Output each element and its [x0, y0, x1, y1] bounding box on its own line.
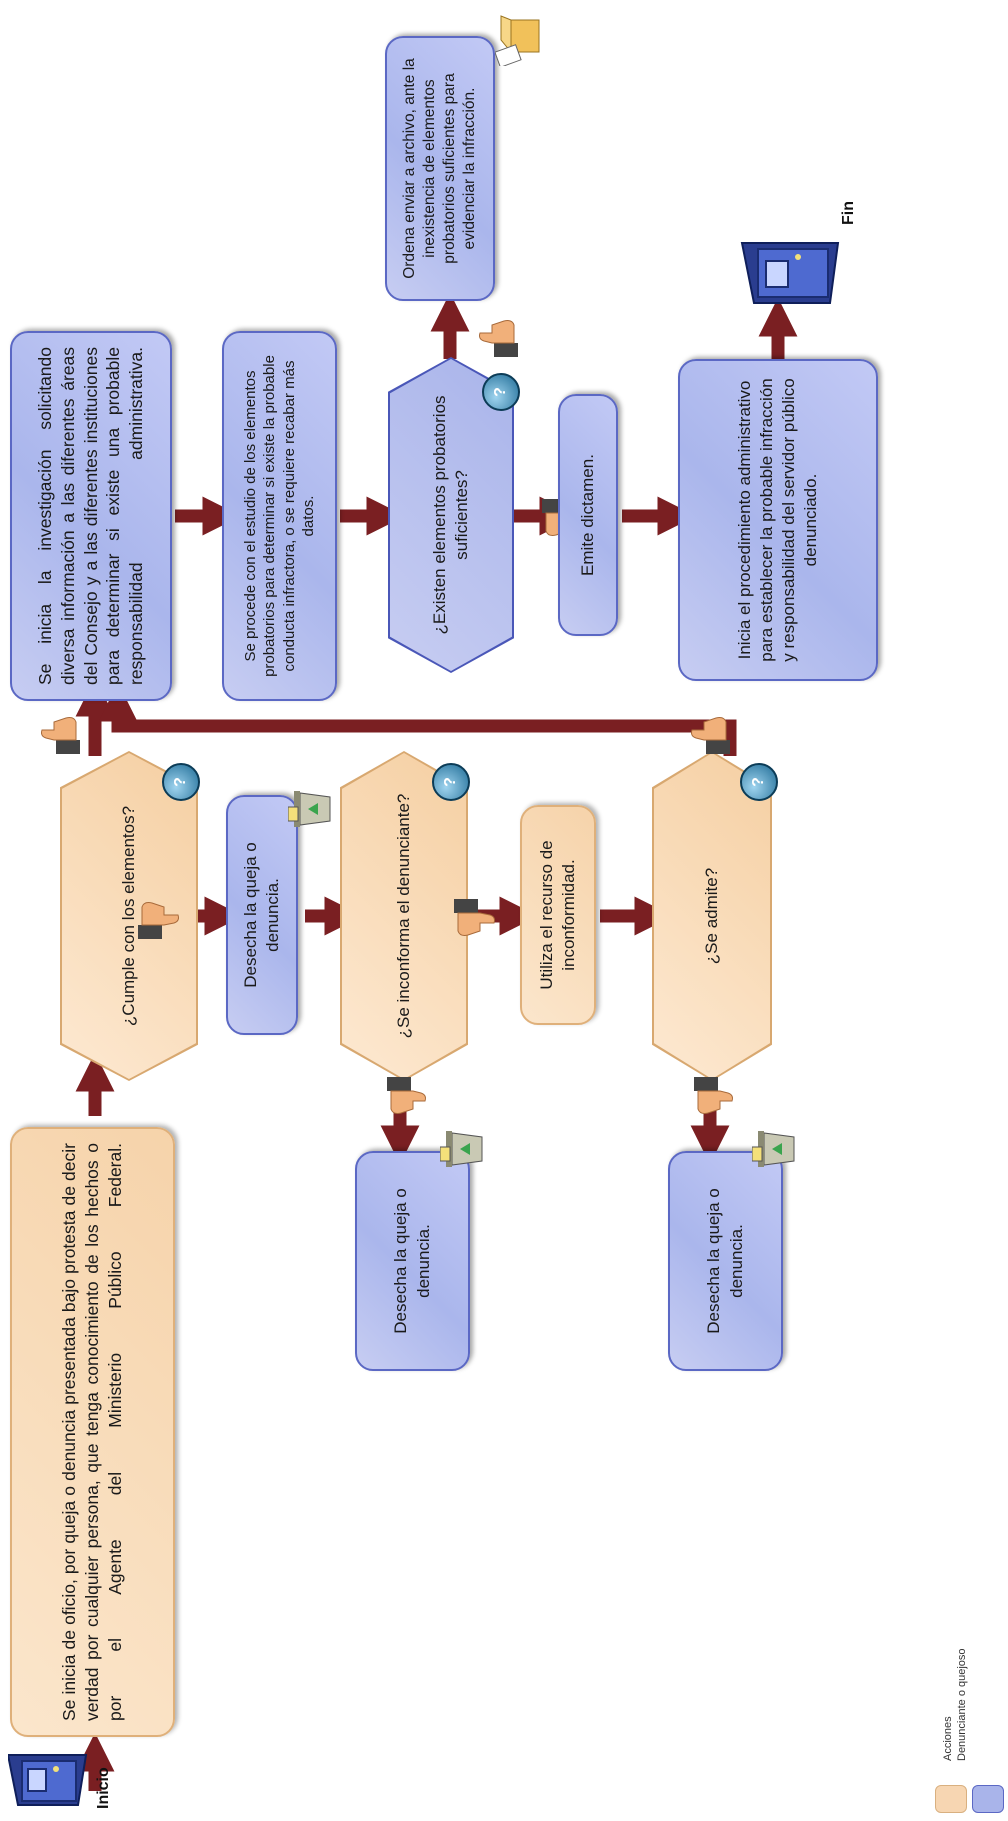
process-start-complaint-text: Se inicia de oficio, por queja o denunci… [59, 1143, 125, 1721]
thumbs-up-icon [454, 899, 495, 936]
process-start-complaint: Se inicia de oficio, por queja o denunci… [10, 1127, 175, 1737]
legend-swatch-blue [972, 1785, 1004, 1813]
question-icon: ? [482, 373, 520, 411]
end-label: Fin [840, 201, 857, 225]
process-appeal: Utiliza el recurso de inconformidad. [520, 805, 596, 1025]
arrow-d3-to-n6 [98, 682, 737, 756]
process-dismiss-3-text: Desecha la queja o denuncia. [704, 1188, 746, 1334]
recycle-bin-icon [752, 1131, 795, 1167]
process-appeal-text: Utiliza el recurso de inconformidad. [536, 840, 578, 990]
process-start-administrative-text: Inicia el procedimiento administrativo p… [734, 378, 821, 662]
question-icon: ? [432, 763, 470, 801]
process-issue-ruling-text: Emite dictamen. [577, 454, 597, 576]
process-issue-ruling: Emite dictamen. [558, 394, 618, 636]
thumbs-up-icon [41, 717, 80, 754]
thumbs-down-icon [694, 1077, 733, 1114]
start-label: Inicio [95, 1767, 112, 1809]
question-icon: ? [740, 763, 778, 801]
legend-swatch-peach [935, 1785, 967, 1813]
thumbs-up-icon [479, 320, 518, 357]
end-door-icon [740, 242, 840, 304]
process-archive-text: Ordena enviar a archivo, ante la inexist… [400, 58, 479, 279]
legend-text-actions: Acciones [942, 1716, 954, 1761]
process-study-evidence: Se procede con el estudio de los element… [222, 331, 337, 701]
decision-complainant-disagrees-text: ¿Se inconforma el denunciante? [342, 753, 466, 1079]
decision-admitted-text: ¿Se admite? [654, 753, 770, 1079]
process-study-evidence-text: Se procede con el estudio de los element… [241, 355, 318, 677]
recycle-bin-icon [288, 791, 331, 827]
process-investigation-text: Se inicia la investigación solicitando d… [35, 347, 147, 685]
process-investigation: Se inicia la investigación solicitando d… [10, 331, 172, 701]
process-archive: Ordena enviar a archivo, ante la inexist… [385, 36, 495, 301]
legend-text-complainant: Denunciante o quejoso [956, 1648, 968, 1761]
thumbs-down-icon [138, 902, 179, 939]
recycle-bin-icon [440, 1131, 483, 1167]
thumbs-up-icon [691, 717, 730, 754]
thumbs-down-icon [387, 1077, 426, 1114]
archive-box-icon [495, 15, 540, 66]
process-dismiss-2: Desecha la queja o denuncia. [355, 1151, 470, 1371]
process-start-administrative: Inicia el procedimiento administrativo p… [678, 359, 878, 681]
process-dismiss-2-text: Desecha la queja o denuncia. [391, 1188, 433, 1334]
process-dismiss-3: Desecha la queja o denuncia. [668, 1151, 783, 1371]
process-dismiss-1-text: Desecha la queja o denuncia. [240, 842, 282, 988]
process-dismiss-1: Desecha la queja o denuncia. [226, 795, 298, 1035]
question-icon: ? [162, 763, 200, 801]
start-door-icon [8, 1754, 88, 1806]
